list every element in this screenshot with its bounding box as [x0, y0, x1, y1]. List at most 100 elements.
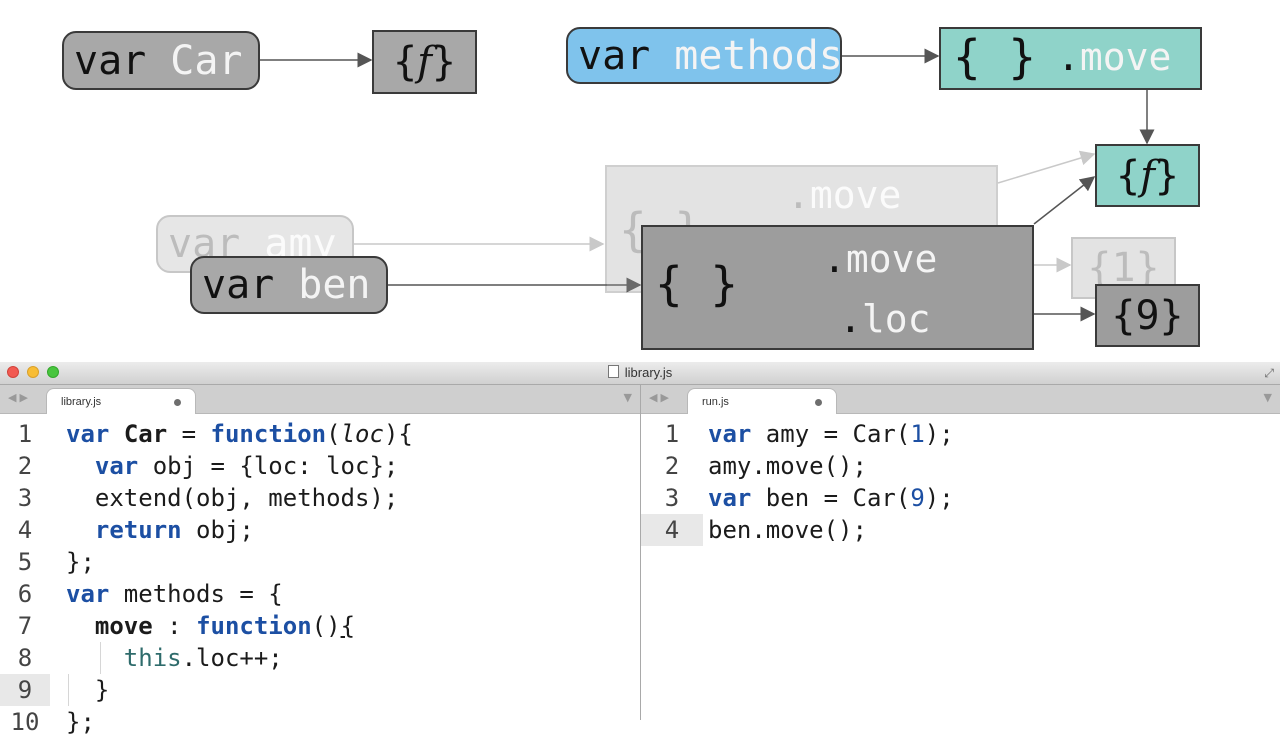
tab-nav-arrows-icon[interactable]: ◀▶	[8, 391, 31, 404]
code-text: var amy = Car(1);	[708, 418, 954, 450]
ben-var-keyword: var	[202, 262, 275, 308]
tab-dropdown-icon[interactable]: ▼	[623, 391, 632, 404]
code-token: return	[94, 516, 182, 544]
code-text: ben.move();	[708, 514, 867, 546]
ben-object-braces: { }	[655, 257, 739, 311]
code-line[interactable]: 7 move : function(){	[0, 610, 640, 642]
code-editor-window: library.js ⤢ ◀▶ library.js ▼ ◀▶ run.js ▼…	[0, 362, 1280, 736]
line-number: 5	[17, 548, 33, 576]
code-token: move	[94, 612, 153, 640]
code-text: return obj;	[66, 514, 254, 546]
line-number: 2	[17, 452, 33, 480]
line-number: 3	[664, 484, 680, 512]
code-line[interactable]: 2 amy.move();	[641, 450, 1280, 482]
code-token	[109, 420, 123, 448]
brace-close: }	[431, 39, 456, 85]
code-token: :	[152, 612, 197, 640]
code-line[interactable]: 3 extend(obj, methods);	[0, 482, 640, 514]
unsaved-dot-icon[interactable]	[815, 399, 822, 406]
prop-dot: .	[823, 237, 846, 281]
car-variable: var Car	[62, 31, 260, 90]
tab-library-js[interactable]: library.js	[46, 388, 196, 414]
code-token: obj;	[181, 516, 254, 544]
methods-var-keyword: var	[578, 32, 651, 79]
code-line[interactable]: 9 }	[0, 674, 640, 706]
code-token: Car	[123, 420, 168, 448]
ben-variable: var ben	[190, 256, 388, 314]
methods-object-braces: { }	[953, 30, 1037, 84]
ben-loc-property: .loc	[839, 297, 931, 341]
code-token: );	[924, 420, 954, 448]
line-number: 2	[664, 452, 680, 480]
line-number: 7	[17, 612, 33, 640]
minimize-window-button[interactable]	[27, 366, 39, 378]
code-token: var	[66, 420, 110, 448]
code-text: amy.move();	[708, 450, 867, 482]
code-token	[66, 644, 124, 672]
code-line[interactable]: 5};	[0, 546, 640, 578]
tab-label: library.js	[61, 396, 102, 408]
code-token: 1	[910, 420, 925, 448]
line-number: 4	[641, 514, 703, 546]
arrow-amy-move-to-func	[997, 150, 1096, 184]
code-token: ){	[383, 420, 413, 448]
line-number: 1	[17, 420, 33, 448]
code-token: };	[66, 708, 95, 736]
code-line[interactable]: 8 this.loc++;	[0, 642, 640, 674]
methods-object: { } .move	[939, 27, 1202, 90]
code-token: var	[66, 580, 110, 608]
code-token: extend(obj, methods);	[66, 484, 399, 512]
code-token: };	[66, 548, 95, 576]
function-symbol: f	[1140, 152, 1155, 199]
document-icon	[607, 365, 619, 378]
code-token: amy.move();	[708, 452, 867, 480]
code-text: extend(obj, methods);	[66, 482, 398, 514]
car-var-name: Car	[170, 37, 243, 84]
fullscreen-icon[interactable]: ⤢	[1264, 366, 1274, 380]
zoom-window-button[interactable]	[47, 366, 59, 378]
line-number: 6	[17, 580, 33, 608]
ben-object: { } .move .loc	[641, 225, 1034, 350]
tab-dropdown-icon[interactable]: ▼	[1263, 391, 1272, 404]
methods-variable: var methods	[566, 27, 843, 84]
close-window-button[interactable]	[7, 366, 19, 378]
code-token: }	[66, 676, 110, 704]
left-tab-bar: ◀▶ library.js ▼	[0, 385, 640, 414]
brace-close: }	[1154, 152, 1179, 199]
unsaved-dot-icon[interactable]	[174, 399, 181, 406]
code-token: function	[210, 420, 327, 448]
code-line[interactable]: 2 var obj = {loc: loc};	[0, 450, 640, 482]
ben-move-property: .move	[823, 237, 937, 281]
methods-move-property: .move	[1057, 35, 1171, 79]
code-text: var obj = {loc: loc};	[66, 450, 398, 482]
tab-nav-arrows-icon[interactable]: ◀▶	[649, 391, 672, 404]
code-line[interactable]: 4 return obj;	[0, 514, 640, 546]
ben-var-name: ben	[298, 262, 371, 308]
code-line[interactable]: 1 var Car = function(loc){	[0, 418, 640, 450]
indent-guide	[100, 642, 101, 674]
code-token: (	[326, 420, 341, 448]
code-token	[66, 612, 95, 640]
line-number: 10	[10, 708, 40, 736]
code-token: .loc++;	[181, 644, 283, 672]
line-number: 1	[664, 420, 680, 448]
prop-name: move	[1079, 35, 1172, 79]
line-number: 8	[17, 644, 33, 672]
code-token	[66, 516, 95, 544]
amy-move-property: .move	[787, 173, 901, 217]
code-token: ben = Car(	[751, 484, 911, 512]
code-line[interactable]: 10};	[0, 706, 640, 738]
code-text: var Car = function(loc){	[66, 418, 413, 450]
tab-run-js[interactable]: run.js	[687, 388, 837, 414]
ben-loc-value-text: {9}	[1111, 292, 1184, 339]
pane-divider[interactable]	[640, 385, 641, 720]
code-token: ()	[311, 612, 341, 640]
car-var-keyword: var	[74, 37, 147, 84]
code-token: function	[196, 612, 312, 640]
